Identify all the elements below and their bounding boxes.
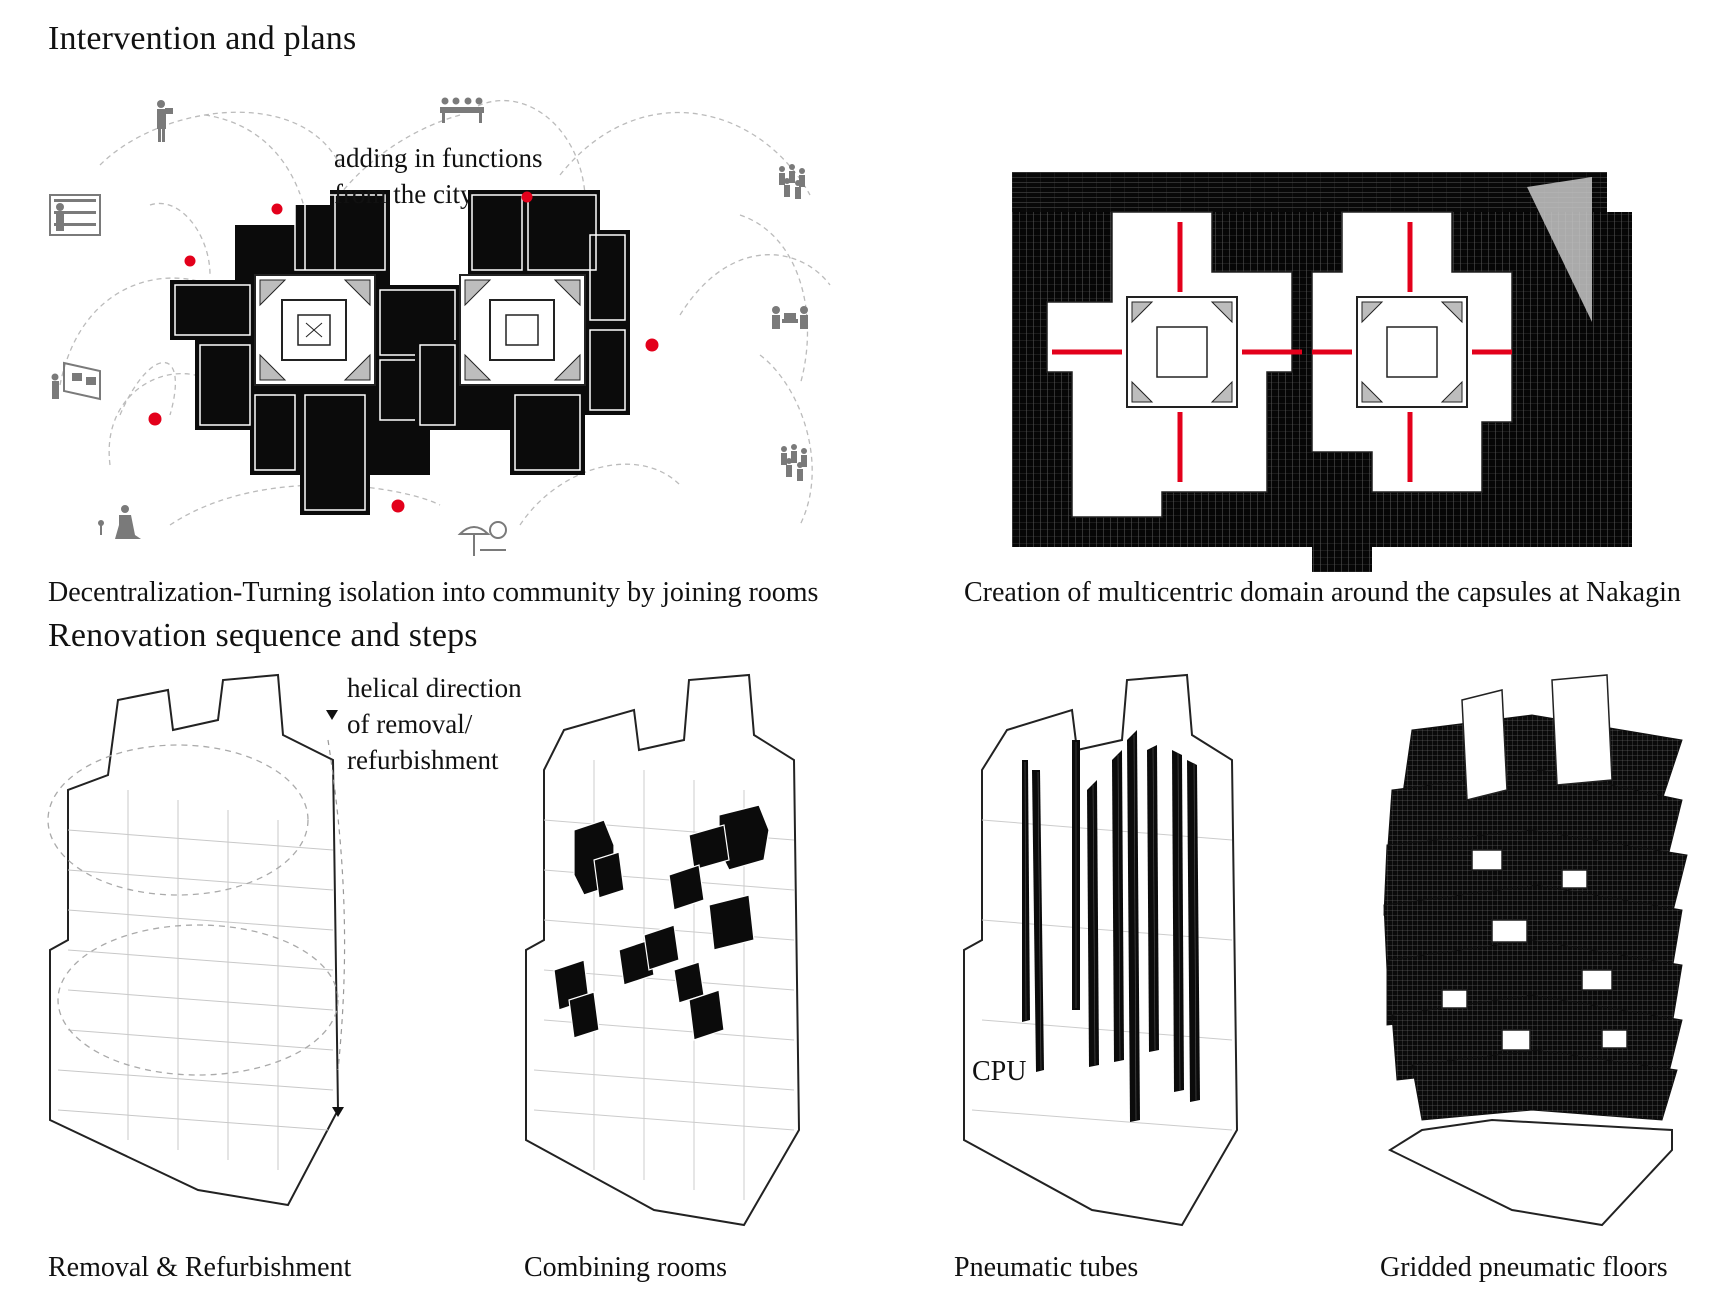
capsule-plan-right: [1311, 211, 1513, 493]
gridded-floor-stack: [1383, 714, 1688, 1121]
crowd-icon: [779, 164, 805, 199]
meeting-icon: [772, 306, 808, 329]
caption-combining: Combining rooms: [524, 1252, 728, 1283]
capsule-plan-left: [1046, 211, 1302, 518]
group-dining-icon: [440, 97, 484, 123]
annotation-cpu: CPU: [972, 1056, 1027, 1087]
intervention-points: [148, 191, 659, 513]
gardening-icon: [98, 505, 141, 539]
heading-renovation-sequence: Renovation sequence and steps: [48, 617, 478, 654]
combined-room-blocks: [553, 804, 770, 1041]
axo-combining-rooms: [525, 673, 801, 1227]
plan-multicentric-domain: [1012, 172, 1632, 572]
axo-removal-refurbishment: [47, 673, 346, 1207]
annotation-line: refurbishment: [347, 745, 499, 775]
heading-intervention-plans: Intervention and plans: [48, 20, 357, 57]
beach-leisure-icon: [457, 521, 507, 556]
bookshelf-icon: [49, 194, 101, 236]
caption-removal: Removal & Refurbishment: [48, 1252, 352, 1283]
axo-gridded-floors: [1383, 674, 1688, 1227]
reader-icon: [157, 100, 173, 142]
gradient-wedge: [1527, 177, 1592, 322]
annotation-line: adding in functions: [334, 143, 543, 173]
axo-pneumatic-tubes: [963, 673, 1239, 1227]
joined-rooms-block-left: [170, 190, 460, 515]
caption-multicentric: Creation of multicentric domain around t…: [964, 577, 1681, 608]
arrow-down-icon: [332, 1107, 344, 1117]
annotation-line: of removal/: [347, 709, 473, 739]
annotation-line: helical direction: [347, 673, 522, 703]
annotation-helical-direction: helical direction of removal/ refurbishm…: [347, 670, 522, 778]
plan-decentralization-diagram: [49, 97, 831, 556]
caption-pneumatic-tubes: Pneumatic tubes: [954, 1252, 1139, 1283]
annotation-line: from the city: [334, 179, 474, 209]
crowd-icon: [781, 444, 807, 481]
exhibition-icon: [51, 361, 101, 401]
caption-gridded-floors: Gridded pneumatic floors: [1380, 1252, 1668, 1283]
joined-rooms-block-right: [415, 190, 630, 475]
arrow-down-icon: [326, 710, 338, 720]
caption-decentralization: Decentralization-Turning isolation into …: [48, 577, 819, 608]
annotation-adding-functions: adding in functions from the city: [334, 140, 542, 212]
